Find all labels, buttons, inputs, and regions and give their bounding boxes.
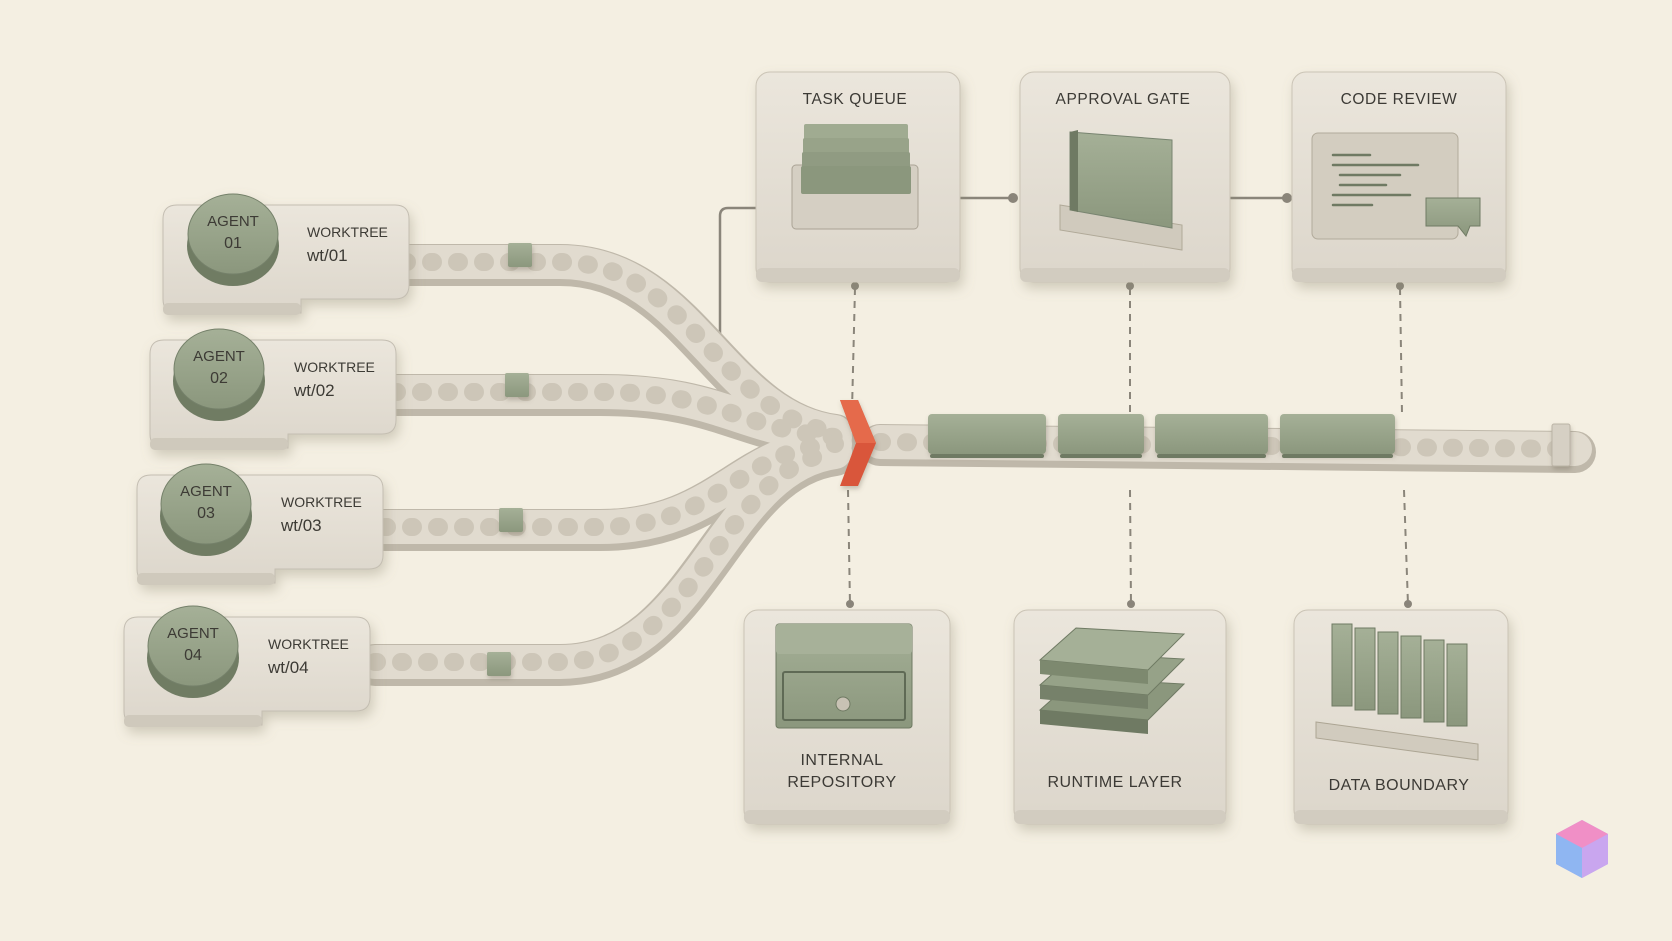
code-document-icon	[1311, 132, 1481, 240]
agent-puck	[173, 328, 265, 410]
token-wt04	[487, 652, 511, 676]
connector-internal-repository	[847, 489, 851, 606]
layered-plates-icon	[1038, 627, 1186, 734]
agent-puck	[187, 193, 279, 275]
train-car-3	[1155, 414, 1268, 454]
agent-number: 02	[210, 370, 228, 387]
worktree-id: wt/04	[267, 658, 309, 677]
station-label-code-review: CODE REVIEW	[1341, 91, 1458, 108]
drawer-cabinet-icon	[775, 623, 913, 729]
token-wt03	[499, 508, 523, 532]
stacked-tray-icon	[791, 124, 919, 230]
station-label-approval-gate: APPROVAL GATE	[1056, 91, 1191, 108]
dashed-connectors	[847, 287, 1409, 606]
token-wt02	[505, 373, 529, 397]
agent-list: AGENT01WORKTREEwt/01AGENT02WORKTREEwt/02…	[123, 193, 410, 727]
train-car-4	[1280, 414, 1395, 454]
station-links	[718, 196, 1290, 335]
agent-pod-02[interactable]: AGENT 02 WORKTREE wt/02	[149, 328, 397, 450]
worktree-label: WORKTREE	[294, 359, 375, 375]
worktree-label: WORKTREE	[307, 224, 388, 240]
fence-icon	[1315, 623, 1479, 761]
cube-logo-icon	[1556, 820, 1608, 878]
worktree-id: wt/02	[293, 381, 335, 400]
train	[928, 414, 1571, 467]
station-label-internal-repository-line1: INTERNAL	[800, 752, 883, 769]
track-tokens	[487, 243, 532, 676]
train-car-2	[1058, 414, 1144, 454]
worktree-id: wt/01	[306, 246, 348, 265]
agent-puck	[147, 605, 239, 687]
token-wt01	[508, 243, 532, 267]
connector-code-review	[1399, 287, 1403, 415]
worktree-label: WORKTREE	[268, 636, 349, 652]
train-car-1	[928, 414, 1046, 454]
tracks	[354, 244, 1596, 686]
agent-label: AGENT	[207, 213, 259, 230]
agent-number: 01	[224, 235, 242, 252]
agent-pod-04[interactable]: AGENT 04 WORKTREE wt/04	[123, 605, 371, 727]
agent-number: 03	[197, 505, 215, 522]
gate-panel-icon	[1059, 130, 1183, 251]
agent-label: AGENT	[180, 483, 232, 500]
agent-number: 04	[184, 647, 202, 664]
connector-task-queue	[851, 287, 856, 411]
agent-label: AGENT	[193, 348, 245, 365]
station-label-internal-repository-line2: REPOSITORY	[787, 774, 896, 791]
worktree-id: wt/03	[280, 516, 322, 535]
agent-pod-03[interactable]: AGENT 03 WORKTREE wt/03	[136, 463, 384, 585]
agent-puck	[160, 463, 252, 545]
station-label-runtime-layer: RUNTIME LAYER	[1047, 774, 1182, 791]
agent-pod-01[interactable]: AGENT 01 WORKTREE wt/01	[162, 193, 410, 315]
station-label-task-queue: TASK QUEUE	[803, 91, 908, 108]
station-label-data-boundary: DATA BOUNDARY	[1329, 777, 1470, 794]
connector-data-boundary	[1403, 489, 1409, 606]
connector-runtime-layer	[1129, 489, 1132, 606]
agent-label: AGENT	[167, 625, 219, 642]
worktree-label: WORKTREE	[281, 494, 362, 510]
track-end-stop	[1551, 423, 1571, 467]
merge-chevron-icon	[840, 400, 876, 486]
